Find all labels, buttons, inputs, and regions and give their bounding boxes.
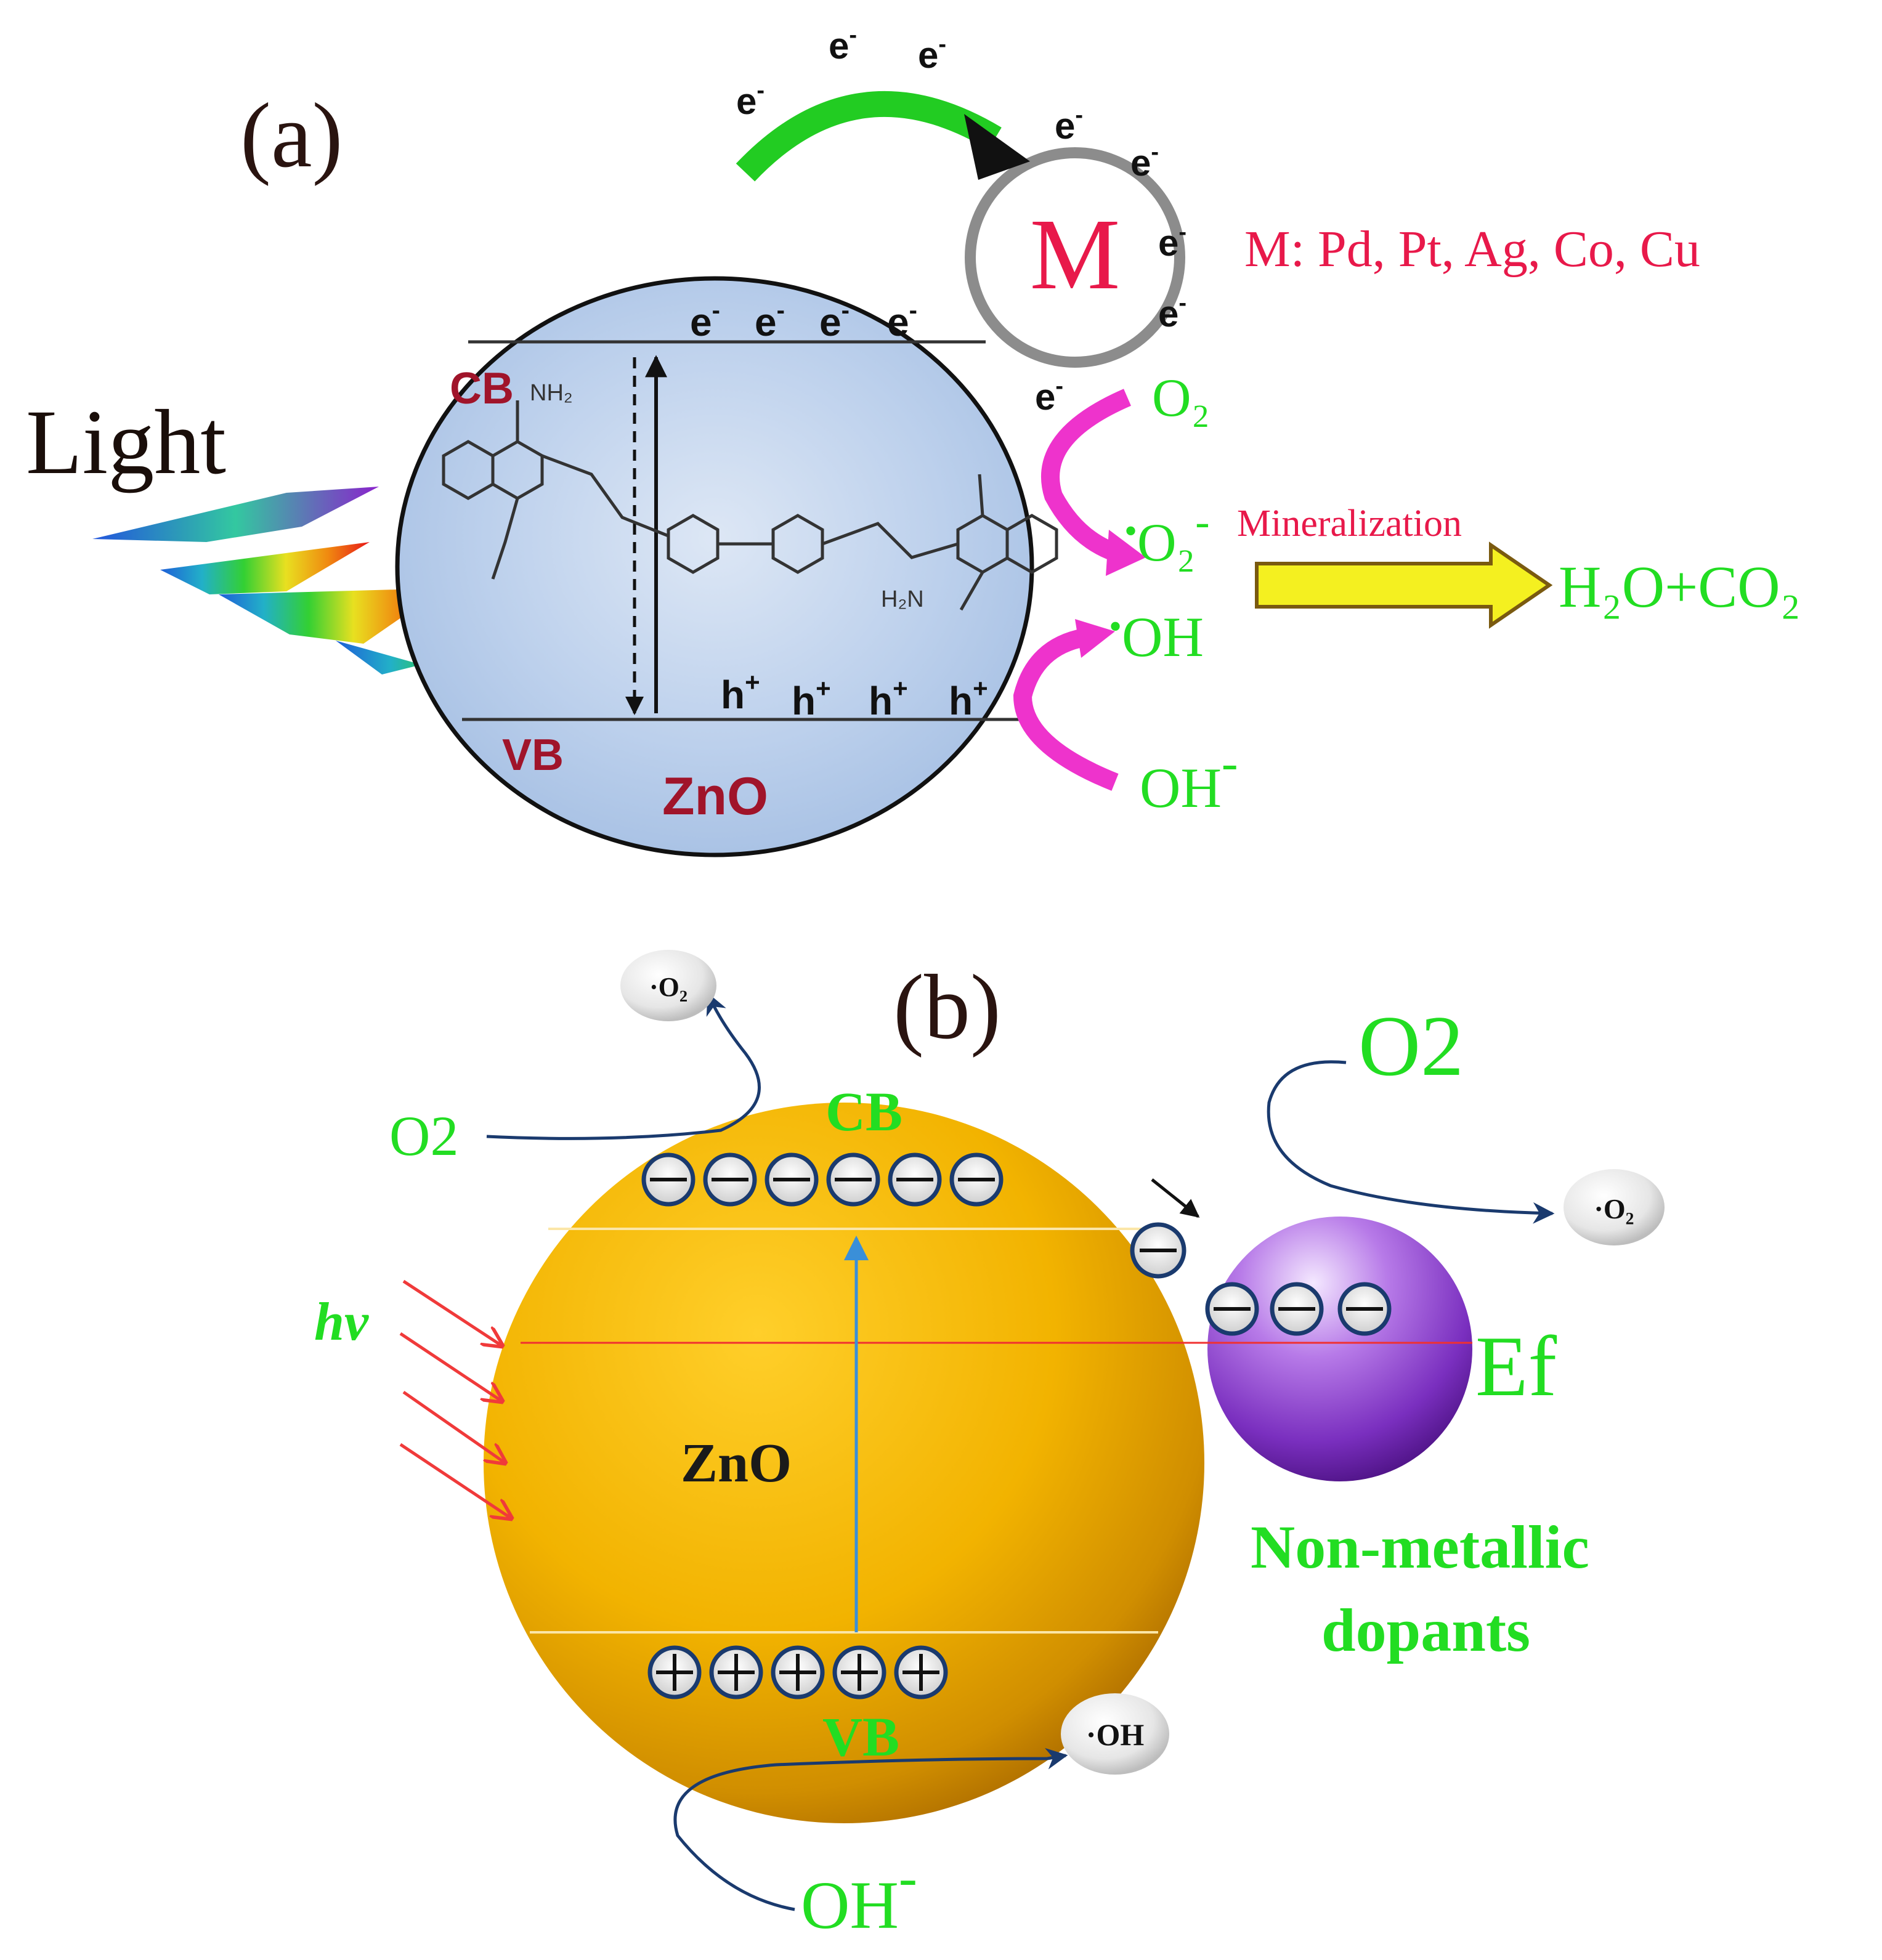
fermi-label: Ef — [1475, 1319, 1557, 1414]
mineralization-arrow — [1255, 541, 1553, 629]
o2-reduction-arrowhead — [1106, 530, 1146, 576]
metal-electron-8: e- — [1035, 373, 1063, 418]
oh-oxidation-arrow — [1013, 628, 1119, 791]
superoxide-bubble-right-label: ·O₂ — [1594, 1193, 1634, 1225]
light-arrow-3 — [402, 1390, 505, 1463]
hole-carrier — [647, 1645, 702, 1699]
hydroxide-label-b: OH- — [801, 1847, 917, 1943]
o2-right-label: O2 — [1358, 998, 1464, 1094]
vb-holes-b — [647, 1645, 948, 1699]
dopant-label-line1: Non-metallic — [1251, 1513, 1589, 1581]
vb-hole-1: h+ — [721, 668, 760, 717]
hydroxide-label-a: OH- — [1140, 736, 1238, 819]
oh-path-b — [673, 1747, 1068, 1911]
dopant-label-line2: dopants — [1321, 1596, 1530, 1664]
hole-carrier — [709, 1645, 763, 1699]
light-arrow-2 — [399, 1332, 502, 1401]
light-label: Light — [26, 391, 226, 493]
hydroxyl-radical-label-a: •OH — [1109, 605, 1204, 668]
products-label: H₂O+CO₂ — [1559, 554, 1801, 620]
electron-carrier — [641, 1152, 696, 1207]
cb-electron-3: e- — [819, 297, 850, 344]
panel-b: (b) CB VB ZnO hv — [314, 950, 1665, 1943]
dopant-sphere — [1207, 1217, 1472, 1481]
cb-label-b: CB — [825, 1082, 902, 1143]
metal-symbol: M — [1030, 198, 1121, 310]
electron-carrier — [703, 1152, 757, 1207]
hole-carrier — [832, 1645, 886, 1699]
nh2-label: NH₂ — [530, 380, 573, 406]
hv-label: hv — [314, 1292, 369, 1352]
cb-label-a: CB — [450, 364, 514, 413]
metal-electron-5: e- — [1130, 139, 1159, 184]
light-arrow-1 — [402, 1279, 502, 1346]
oh-oxidation-arrowhead — [1075, 619, 1115, 658]
hydroxyl-bubble-label: ·OH — [1086, 1717, 1145, 1752]
panel-a-label: (a) — [240, 84, 343, 187]
h2n-label: H₂N — [881, 586, 924, 612]
cb-electron-2: e- — [755, 297, 785, 344]
metal-particle — [965, 147, 1185, 368]
metal-electron-7: e- — [1158, 290, 1186, 334]
metal-electron-4: e- — [1055, 102, 1083, 147]
electron-carrier — [888, 1152, 942, 1207]
vb-hole-3: h+ — [869, 674, 908, 723]
zno-sphere-a — [395, 276, 1034, 857]
metal-electron-2: e- — [829, 22, 857, 67]
superoxide-bubble-left-label: ·O₂ — [649, 972, 687, 1002]
vb-label-a: VB — [502, 731, 564, 780]
cb-electron-1: e- — [690, 297, 720, 344]
dopant-electrons — [1205, 1282, 1392, 1336]
electron-carrier — [1205, 1282, 1259, 1336]
transfer-electron — [1130, 1222, 1186, 1279]
electron-transfer-arrowhead — [964, 114, 1030, 180]
panel-b-label: (b) — [893, 956, 1001, 1058]
zno-label-a: ZnO — [662, 767, 768, 826]
metal-electron-1: e- — [736, 78, 765, 122]
cb-electron-4: e- — [887, 297, 917, 344]
light-arrow-4 — [399, 1443, 511, 1518]
o2-reduction-arrow — [1041, 389, 1131, 564]
o2-left-label: O2 — [389, 1104, 458, 1167]
electron-carrier — [765, 1152, 819, 1207]
superoxide-bubble-left — [620, 950, 716, 1021]
vb-hole-2: h+ — [792, 674, 831, 723]
o2-left-path — [486, 992, 761, 1140]
electron-carrier — [949, 1152, 1004, 1207]
dye-molecule — [442, 400, 1058, 611]
vb-hole-4: h+ — [949, 674, 988, 723]
transfer-arrow-b — [1151, 1178, 1200, 1218]
metal-electron-6: e- — [1158, 219, 1186, 264]
vb-label-b: VB — [822, 1707, 899, 1768]
zno-label-b: ZnO — [681, 1433, 792, 1494]
zno-sphere-b — [484, 1103, 1204, 1823]
hydroxyl-bubble — [1061, 1693, 1169, 1775]
hole-carrier — [771, 1645, 825, 1699]
electron-transfer-arrow — [736, 91, 1002, 182]
mineralization-label: Mineralization — [1237, 503, 1462, 545]
electron-carrier — [826, 1152, 880, 1207]
metal-list: M: Pd, Pt, Ag, Co, Cu — [1244, 221, 1700, 278]
superoxide-label-a: •O₂- — [1124, 498, 1210, 573]
cb-electrons-b — [641, 1152, 1004, 1207]
panel-a: (a) Light CB VB ZnO — [26, 22, 1801, 857]
metal-electron-3: e- — [918, 31, 946, 76]
superoxide-bubble-right — [1564, 1169, 1665, 1245]
hole-carrier — [894, 1645, 948, 1699]
electron-carrier — [1270, 1282, 1324, 1336]
o2-right-path — [1267, 1060, 1555, 1224]
o2-label-a: O₂ — [1152, 368, 1210, 428]
electron-carrier — [1337, 1282, 1392, 1336]
